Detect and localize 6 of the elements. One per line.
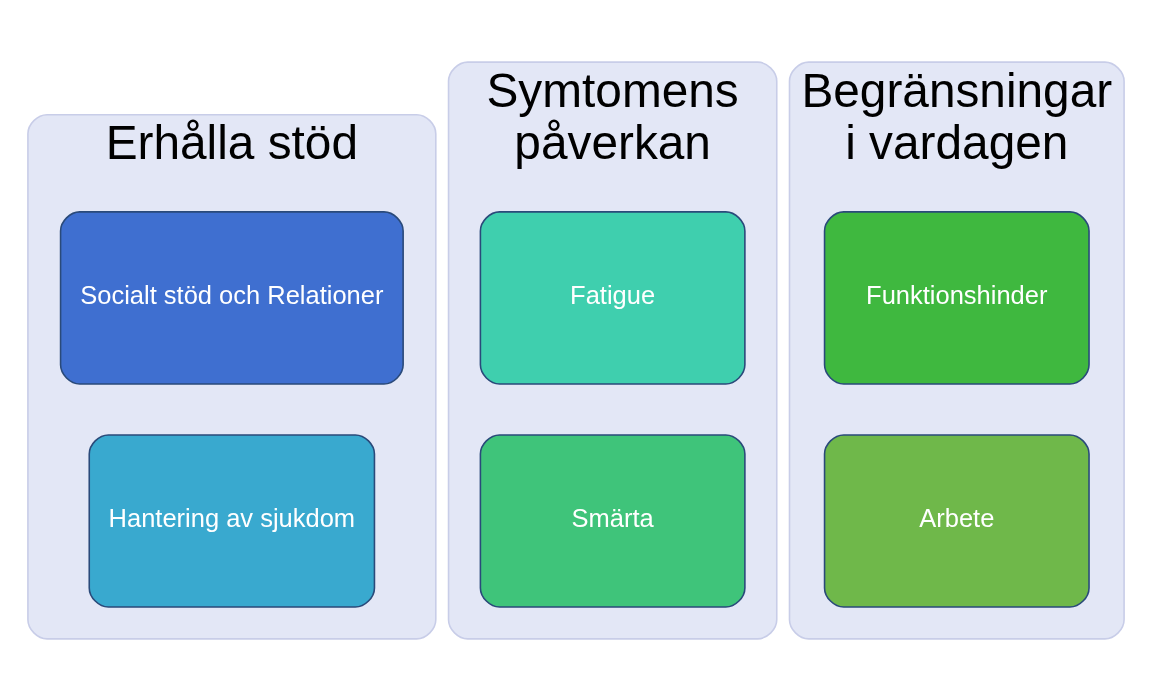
node-box: Arbete [823, 433, 1090, 608]
node-box: Smärta [479, 433, 746, 608]
node-box: Socialt stöd och Relationer [59, 210, 404, 385]
node-box: Funktionshinder [823, 210, 1090, 385]
node-box: Hantering av sjukdom [88, 433, 376, 608]
node-box: Fatigue [479, 210, 746, 385]
